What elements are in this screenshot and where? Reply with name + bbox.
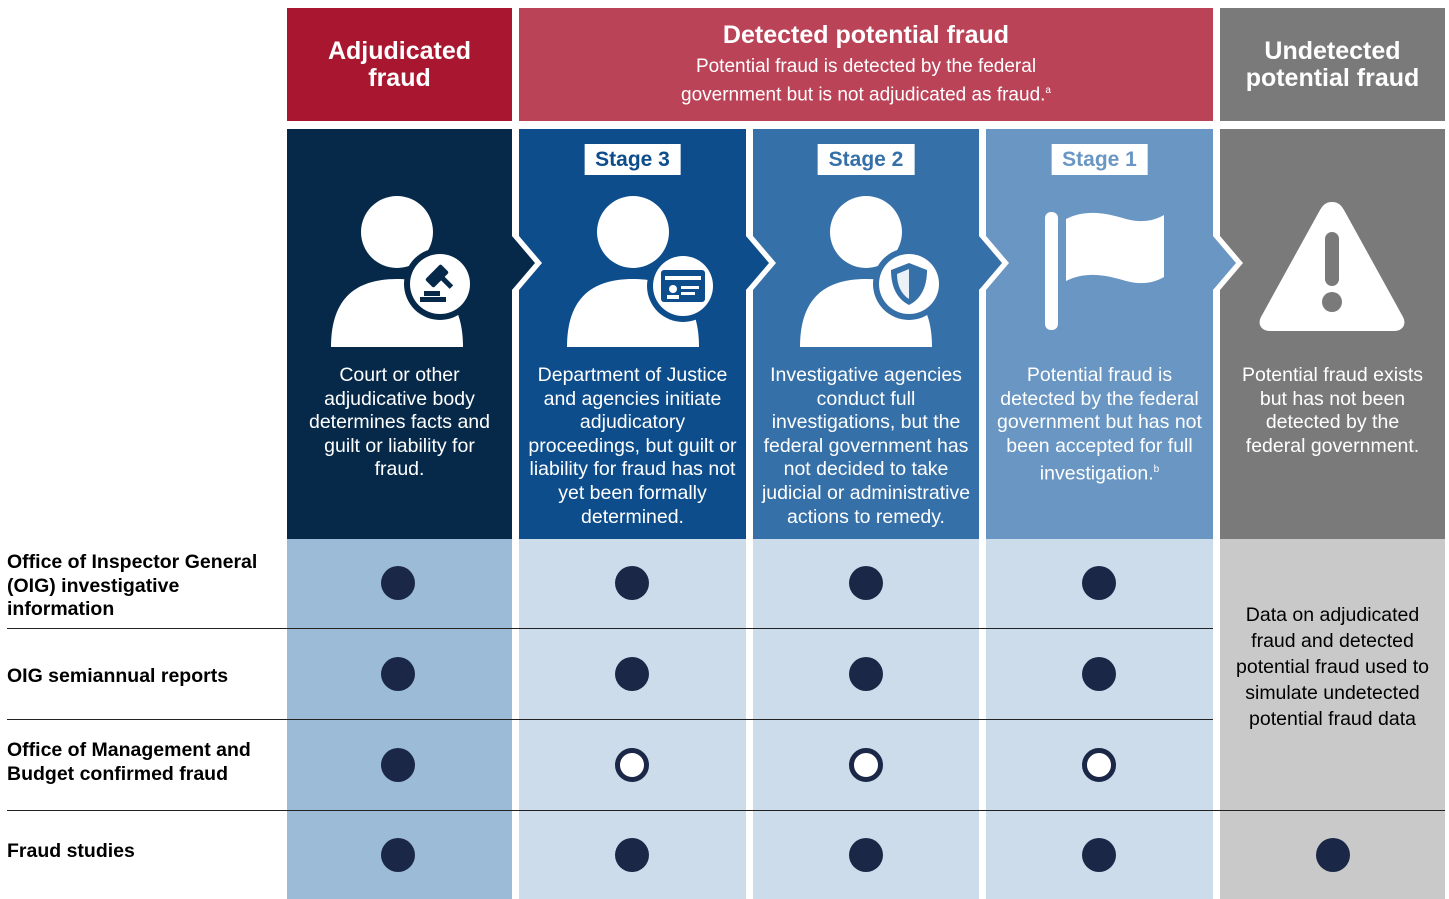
row-divider-3 xyxy=(7,810,1445,811)
row-label-omb-confirmed: Office of Management and Budget confirme… xyxy=(7,739,251,785)
description-stage1: Potential fraud is detected by the feder… xyxy=(997,364,1202,485)
column-stage2: Stage 2 Investigative agencies conduct f… xyxy=(753,129,979,539)
header-adjudicated-title: Adjudicated fraud xyxy=(327,36,472,92)
filled-circle-mark xyxy=(381,748,415,782)
column-undetected: Potential fraud exists but has not been … xyxy=(1220,129,1445,539)
header-detected-subtitle: Potential fraud is detected by the feder… xyxy=(681,55,1051,106)
filled-circle-mark xyxy=(615,657,649,691)
filled-circle-mark xyxy=(849,566,883,600)
column-stage3: Stage 3 Department of Justice and agenci… xyxy=(519,129,746,539)
warning-icon xyxy=(1259,202,1405,331)
row-label-oig-investigative: Office of Inspector General (OIG) invest… xyxy=(7,551,258,620)
column-stage1: Stage 1 Potential fraud is detected by t… xyxy=(986,129,1213,539)
filled-circle-mark xyxy=(849,657,883,691)
description-stage2: Investigative agencies conduct full inve… xyxy=(761,364,971,528)
undetected-simulation-note: Data on adjudicated fraud and detected p… xyxy=(1236,604,1429,730)
row-divider-1 xyxy=(7,628,1213,629)
description-undetected: Potential fraud exists but has not been … xyxy=(1241,364,1423,457)
filled-circle-mark xyxy=(1316,838,1350,872)
filled-circle-mark xyxy=(1082,566,1116,600)
header-undetected-title: Undetected potential fraud xyxy=(1245,36,1420,92)
filled-circle-mark xyxy=(615,566,649,600)
stage2-badge: Stage 2 xyxy=(817,144,915,175)
stage3-badge: Stage 3 xyxy=(584,144,681,175)
header-detected: Detected potential fraud Potential fraud… xyxy=(519,8,1213,121)
filled-circle-mark xyxy=(381,838,415,872)
person-gavel-icon xyxy=(331,196,476,347)
filled-circle-mark xyxy=(381,566,415,600)
description-stage3: Department of Justice and agencies initi… xyxy=(528,364,737,528)
filled-circle-mark xyxy=(615,838,649,872)
filled-circle-mark xyxy=(849,838,883,872)
open-circle-mark xyxy=(849,748,883,782)
open-circle-mark xyxy=(1082,748,1116,782)
row-label-oig-semiannual: OIG semiannual reports xyxy=(7,665,229,687)
column-adjudicated: Court or other adjudicative body determi… xyxy=(287,129,512,539)
header-detected-title: Detected potential fraud xyxy=(722,20,1010,49)
row-divider-2 xyxy=(7,719,1213,720)
footnote-b-marker: b xyxy=(1153,464,1160,476)
filled-circle-mark xyxy=(1082,838,1116,872)
open-circle-mark xyxy=(615,748,649,782)
flag-icon xyxy=(1045,212,1164,330)
header-undetected: Undetected potential fraud xyxy=(1220,8,1445,121)
filled-circle-mark xyxy=(1082,657,1116,691)
person-id-card-icon xyxy=(567,196,719,347)
filled-circle-mark xyxy=(381,657,415,691)
person-shield-icon xyxy=(800,196,945,347)
row-label-fraud-studies: Fraud studies xyxy=(7,840,135,862)
description-adjudicated: Court or other adjudicative body determi… xyxy=(308,364,490,481)
header-adjudicated: Adjudicated fraud xyxy=(287,8,512,121)
stage1-badge: Stage 1 xyxy=(1051,144,1148,175)
footnote-a-marker: a xyxy=(1045,84,1051,96)
